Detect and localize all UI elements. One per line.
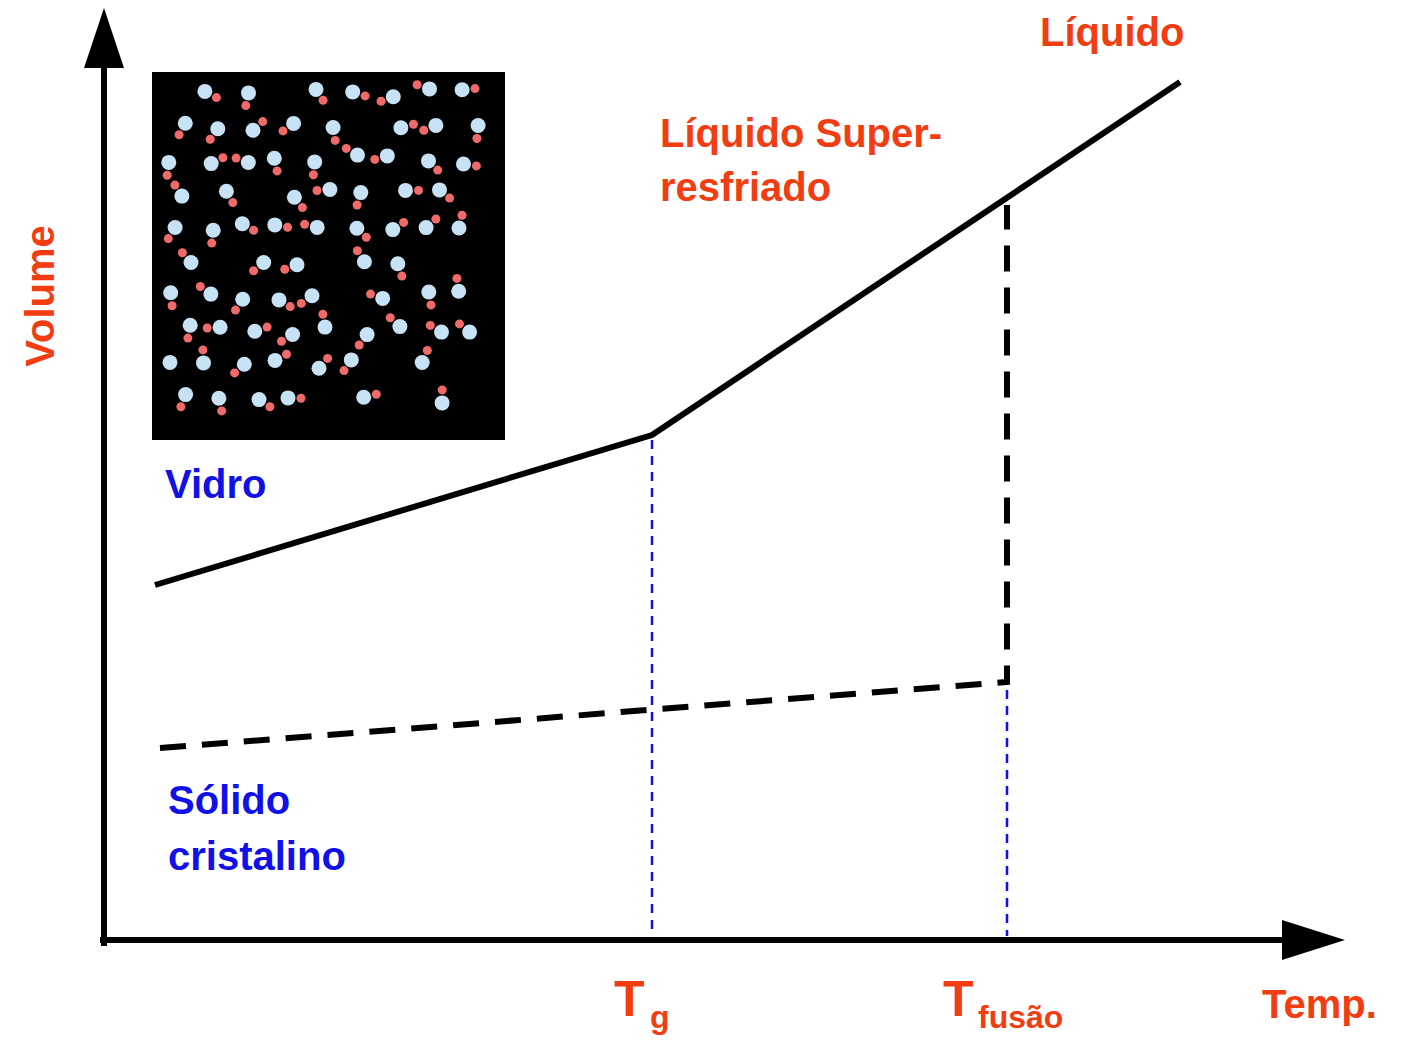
temperature-subscript: g bbox=[650, 1000, 670, 1035]
label-patch: Líquido Super-resfriado bbox=[660, 111, 942, 209]
temperature-subscript: fusão bbox=[978, 1000, 1063, 1035]
phase-label: Sólido cristalino bbox=[168, 772, 408, 884]
phase-label: Líquido bbox=[1040, 4, 1184, 60]
tg-guide bbox=[651, 440, 654, 936]
y-axis bbox=[101, 60, 107, 946]
phase-label: Vidro bbox=[165, 456, 267, 512]
phase-label: Líquido Super-resfriado bbox=[660, 106, 1032, 214]
x-axis bbox=[100, 937, 1290, 943]
tfusao-guide bbox=[1006, 690, 1009, 936]
x-arrowhead bbox=[1282, 920, 1345, 960]
y-arrowhead bbox=[84, 8, 124, 68]
axis-title: Volume bbox=[12, 225, 68, 367]
temperature-symbol: T bbox=[614, 972, 645, 1027]
temperature-symbol: T bbox=[943, 972, 974, 1027]
glass-liquid-curve bbox=[155, 82, 1180, 585]
axis-title: Temp. bbox=[1262, 976, 1377, 1032]
atom-dots bbox=[161, 80, 485, 415]
crystal-curve bbox=[160, 205, 1007, 748]
glass-structure-inset bbox=[152, 72, 505, 440]
